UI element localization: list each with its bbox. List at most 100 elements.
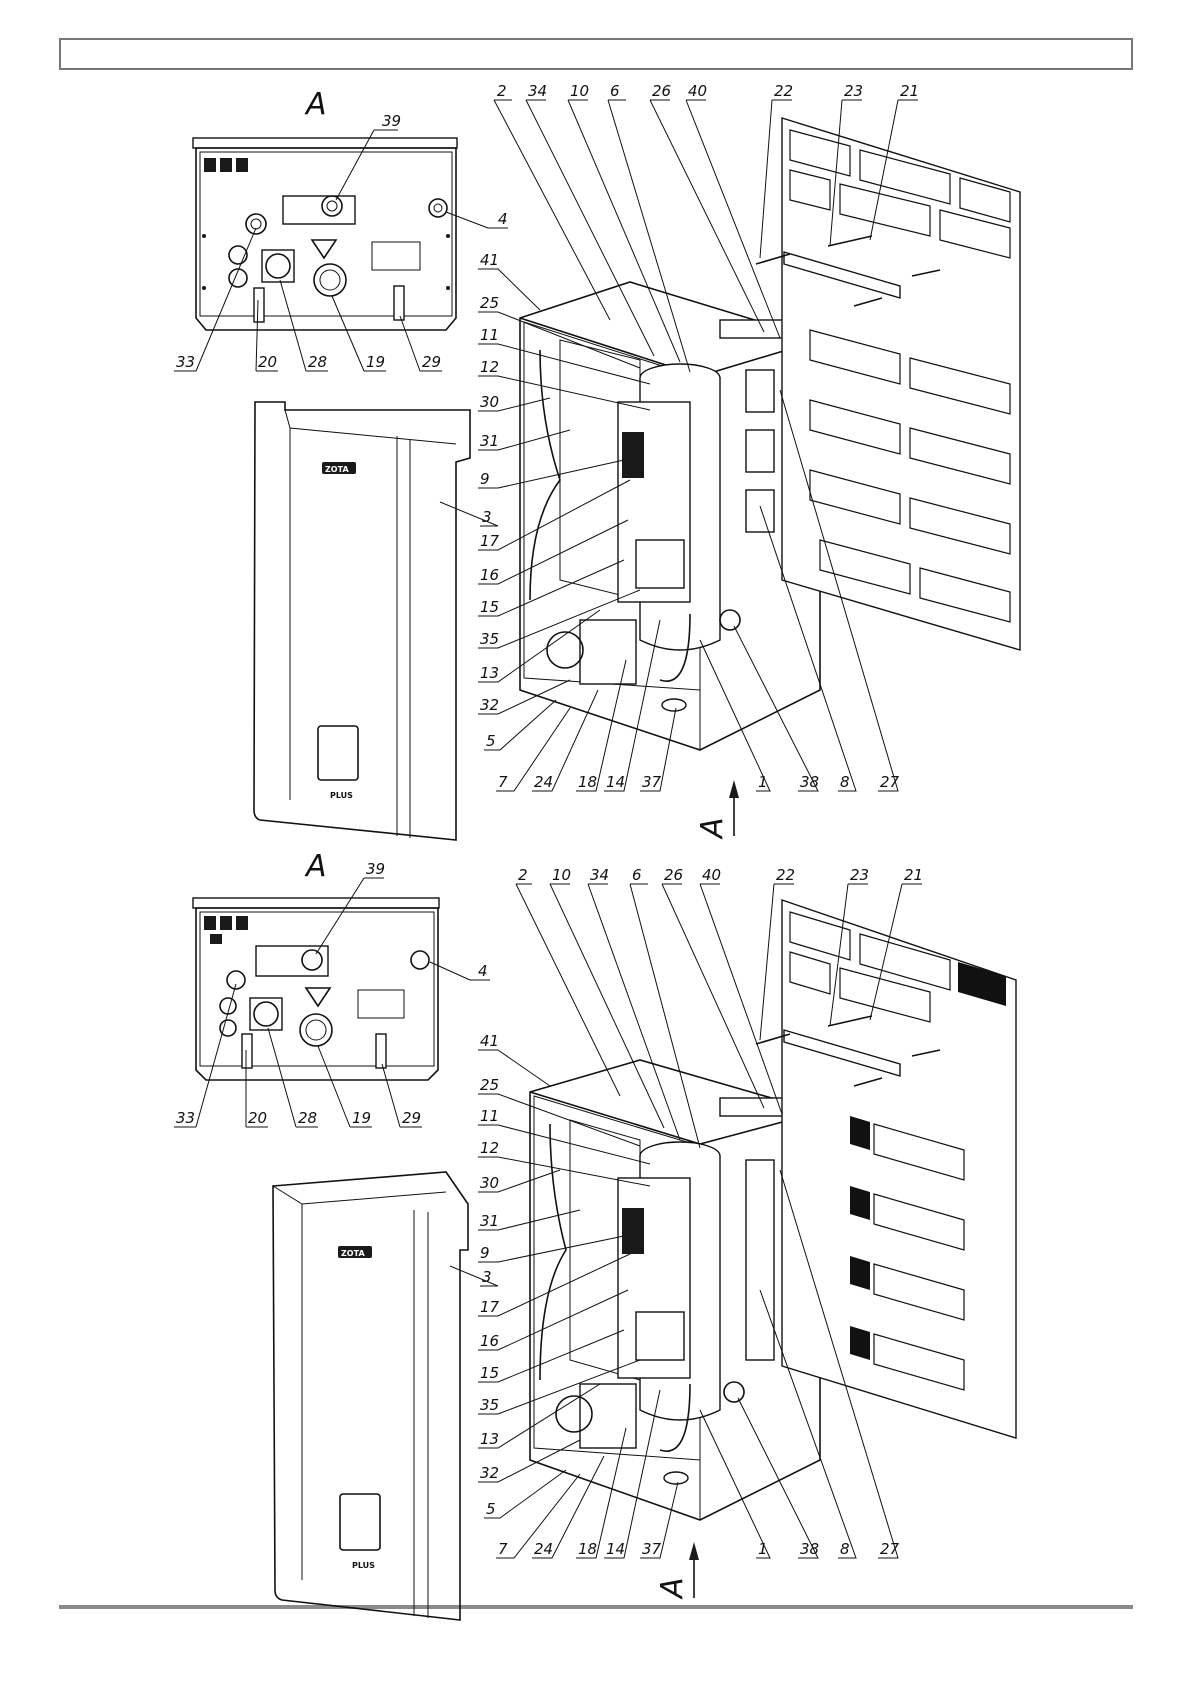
view-label-top: A: [304, 87, 327, 122]
callouts-bottom-bottom: 7 24 18 14 37 1 38 8 27: [496, 1169, 900, 1559]
callout-2-b: 2: [518, 866, 528, 884]
callout-19: 19: [366, 353, 385, 371]
callout-9-b: 9: [480, 1244, 490, 1262]
callout-38: 38: [800, 773, 819, 791]
callout-27: 27: [880, 773, 900, 791]
cover-model-b: PLUS: [352, 1561, 375, 1570]
cover-logo-b: ZOTA: [341, 1249, 365, 1258]
callout-23: 23: [844, 82, 863, 100]
callout-4-b: 4: [478, 962, 488, 980]
callout-11-b: 11: [480, 1107, 499, 1125]
callout-3-b: 3: [482, 1268, 492, 1286]
view-arrow-top: A: [695, 780, 739, 840]
callout-29-b: 29: [402, 1109, 421, 1127]
callout-15-b: 15: [480, 1364, 499, 1382]
callout-28: 28: [308, 353, 327, 371]
callout-15: 15: [480, 598, 499, 616]
callout-13: 13: [480, 664, 499, 682]
callout-12: 12: [480, 358, 499, 376]
callouts-top-row: 2 34 10 6 26 40 22 23 21: [493, 82, 919, 373]
callout-41-b: 41: [480, 1032, 499, 1050]
callout-27-b: 27: [880, 1540, 900, 1558]
inset-labels-top: 39 4 33 20 28 19 29: [174, 112, 508, 372]
callout-2: 2: [497, 82, 507, 100]
inset-labels-bottom: 39 4 33 20 28 19 29: [174, 860, 490, 1128]
header-frame: [59, 38, 1133, 70]
inset-view-top: [192, 137, 458, 331]
callout-22-b: 22: [776, 866, 795, 884]
callout-14-b: 14: [606, 1540, 625, 1558]
callout-26-b: 26: [664, 866, 683, 884]
arrow-label-bottom: A: [655, 1577, 690, 1600]
callout-20-b: 20: [248, 1109, 267, 1127]
callout-34: 34: [528, 82, 547, 100]
cover-model: PLUS: [330, 791, 353, 800]
callout-11: 11: [480, 326, 499, 344]
callout-29: 29: [422, 353, 441, 371]
callout-34-b: 34: [590, 866, 609, 884]
callout-21: 21: [900, 82, 919, 100]
callout-16: 16: [480, 566, 499, 584]
callout-25-b: 25: [480, 1076, 499, 1094]
callout-26: 26: [652, 82, 671, 100]
callout-5: 5: [486, 732, 496, 750]
callout-39-b: 39: [366, 860, 385, 878]
callout-31: 31: [480, 432, 499, 450]
callout-8-b: 8: [840, 1540, 850, 1558]
callouts-bottom-left: 41 25 11 12 30 31 9 3 17 16 15 35 13: [449, 1032, 651, 1519]
callout-24-b: 24: [534, 1540, 553, 1558]
callout-8: 8: [840, 773, 850, 791]
inset-view-bottom: [192, 897, 440, 1081]
callout-16-b: 16: [480, 1332, 499, 1350]
diagram-bottom: A 39 4: [174, 849, 1017, 1621]
callout-5-b: 5: [486, 1500, 496, 1518]
callout-33: 33: [176, 353, 195, 371]
front-cover-top: ZOTA PLUS: [253, 401, 471, 841]
callout-7: 7: [498, 773, 508, 791]
view-label-bottom: A: [304, 849, 327, 884]
callouts-top-left: 41 25 11 12 30 31 9 3 17 16 15 35 13: [439, 251, 651, 751]
callout-10-b: 10: [552, 866, 571, 884]
view-arrow-bottom: A: [655, 1542, 699, 1600]
callout-40: 40: [688, 82, 707, 100]
callout-38-b: 38: [800, 1540, 819, 1558]
callout-13-b: 13: [480, 1430, 499, 1448]
callouts-bottom-row: 2 10 34 6 26 40 22 23 21: [515, 866, 923, 1149]
callout-35: 35: [480, 630, 499, 648]
diagram-top: A: [174, 82, 1021, 841]
callout-10: 10: [570, 82, 589, 100]
callout-40-b: 40: [702, 866, 721, 884]
callout-31-b: 31: [480, 1212, 499, 1230]
callout-19-b: 19: [352, 1109, 371, 1127]
footer-rule: [59, 1605, 1133, 1609]
boiler-body-top: [519, 281, 821, 751]
callout-1: 1: [758, 773, 768, 791]
callout-9: 9: [480, 470, 490, 488]
callout-37-b: 37: [642, 1540, 662, 1558]
callout-6-b: 6: [632, 866, 642, 884]
callout-30-b: 30: [480, 1174, 499, 1192]
arrow-label-top: A: [695, 817, 730, 840]
callout-35-b: 35: [480, 1396, 499, 1414]
callout-32: 32: [480, 696, 499, 714]
callout-23-b: 23: [850, 866, 869, 884]
front-cover-bottom: ZOTA PLUS: [272, 1171, 469, 1621]
callout-18-b: 18: [578, 1540, 597, 1558]
cover-logo: ZOTA: [325, 465, 349, 474]
callout-17: 17: [480, 532, 500, 550]
callout-33-b: 33: [176, 1109, 195, 1127]
boiler-body-bottom: [529, 1059, 821, 1521]
callout-6: 6: [610, 82, 620, 100]
callout-37: 37: [642, 773, 662, 791]
brick-wall-top: [755, 117, 1021, 651]
callout-28-b: 28: [298, 1109, 317, 1127]
callout-12-b: 12: [480, 1139, 499, 1157]
callout-25: 25: [480, 294, 499, 312]
callout-41: 41: [480, 251, 499, 269]
callout-4: 4: [498, 210, 508, 228]
callout-3: 3: [482, 508, 492, 526]
brick-wall-bottom: [755, 899, 1017, 1439]
callout-30: 30: [480, 393, 499, 411]
callouts-top-bottom: 7 24 18 14 37 1 38 8 27: [496, 389, 900, 792]
